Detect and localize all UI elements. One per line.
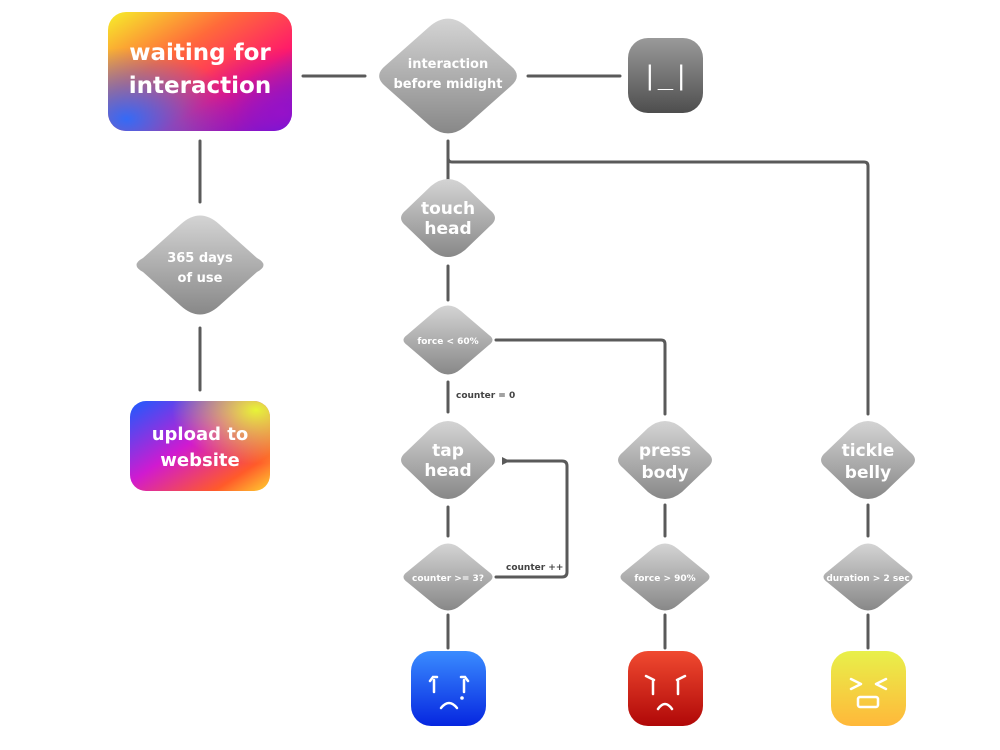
diamond-365-days: 365 days of use — [136, 215, 264, 315]
upload-label-line1: upload to — [152, 424, 249, 445]
touch-head-label-line2: head — [424, 219, 471, 239]
connectors — [198, 74, 870, 650]
angry-face-icon — [628, 651, 703, 726]
touch-head-label-line1: touch — [421, 199, 475, 219]
edge-label-counter-inc: counter ++ — [506, 563, 563, 573]
diamond-force60: force < 60% — [403, 305, 493, 375]
start-box: waiting for interaction — [108, 12, 292, 131]
before-midnight-label-line2: before midight — [393, 77, 502, 92]
diamond-before-midnight: interaction before midight — [379, 18, 517, 134]
edge-label-counter-zero: counter = 0 — [456, 391, 515, 401]
press-body-label-line2: body — [641, 463, 688, 483]
diamond-force90: force > 90% — [620, 543, 710, 611]
edge-midnight-to-tickle — [446, 146, 870, 416]
start-label-line2: interaction — [129, 73, 271, 99]
press-body-label-line1: press — [639, 441, 691, 461]
neutral-face-icon: |_| — [628, 38, 703, 113]
diamond-duration: duration > 2 sec — [823, 543, 913, 611]
days365-label-line1: 365 days — [167, 251, 233, 266]
tickle-belly-label-line1: tickle — [842, 441, 895, 461]
tickle-belly-label-line2: belly — [845, 463, 891, 483]
sad-face-icon — [411, 651, 486, 726]
diamond-press-body: press body — [618, 421, 712, 499]
tap-head-label-line1: tap — [432, 441, 464, 461]
laughing-face-icon — [831, 651, 906, 726]
force90-label: force > 90% — [634, 574, 695, 584]
tap-head-label-line2: head — [424, 461, 471, 481]
diamond-tickle-belly: tickle belly — [821, 421, 915, 499]
start-label-line1: waiting for — [129, 40, 271, 66]
counter3-label: counter >= 3? — [412, 574, 484, 584]
before-midnight-label-line1: interaction — [408, 57, 489, 72]
diamond-tap-head: tap head — [401, 421, 495, 499]
diamond-counter3: counter >= 3? — [403, 543, 493, 611]
upload-box: upload to website — [130, 401, 270, 491]
force60-label: force < 60% — [417, 337, 478, 347]
duration-label: duration > 2 sec — [826, 574, 909, 584]
upload-label-line2: website — [160, 450, 239, 471]
neutral-face-text: |_| — [642, 61, 689, 91]
edge-force60-to-press — [494, 338, 667, 416]
diamond-touch-head: touch head — [401, 179, 495, 257]
days365-label-line2: of use — [178, 271, 223, 286]
edge-counter-loop — [494, 457, 569, 579]
